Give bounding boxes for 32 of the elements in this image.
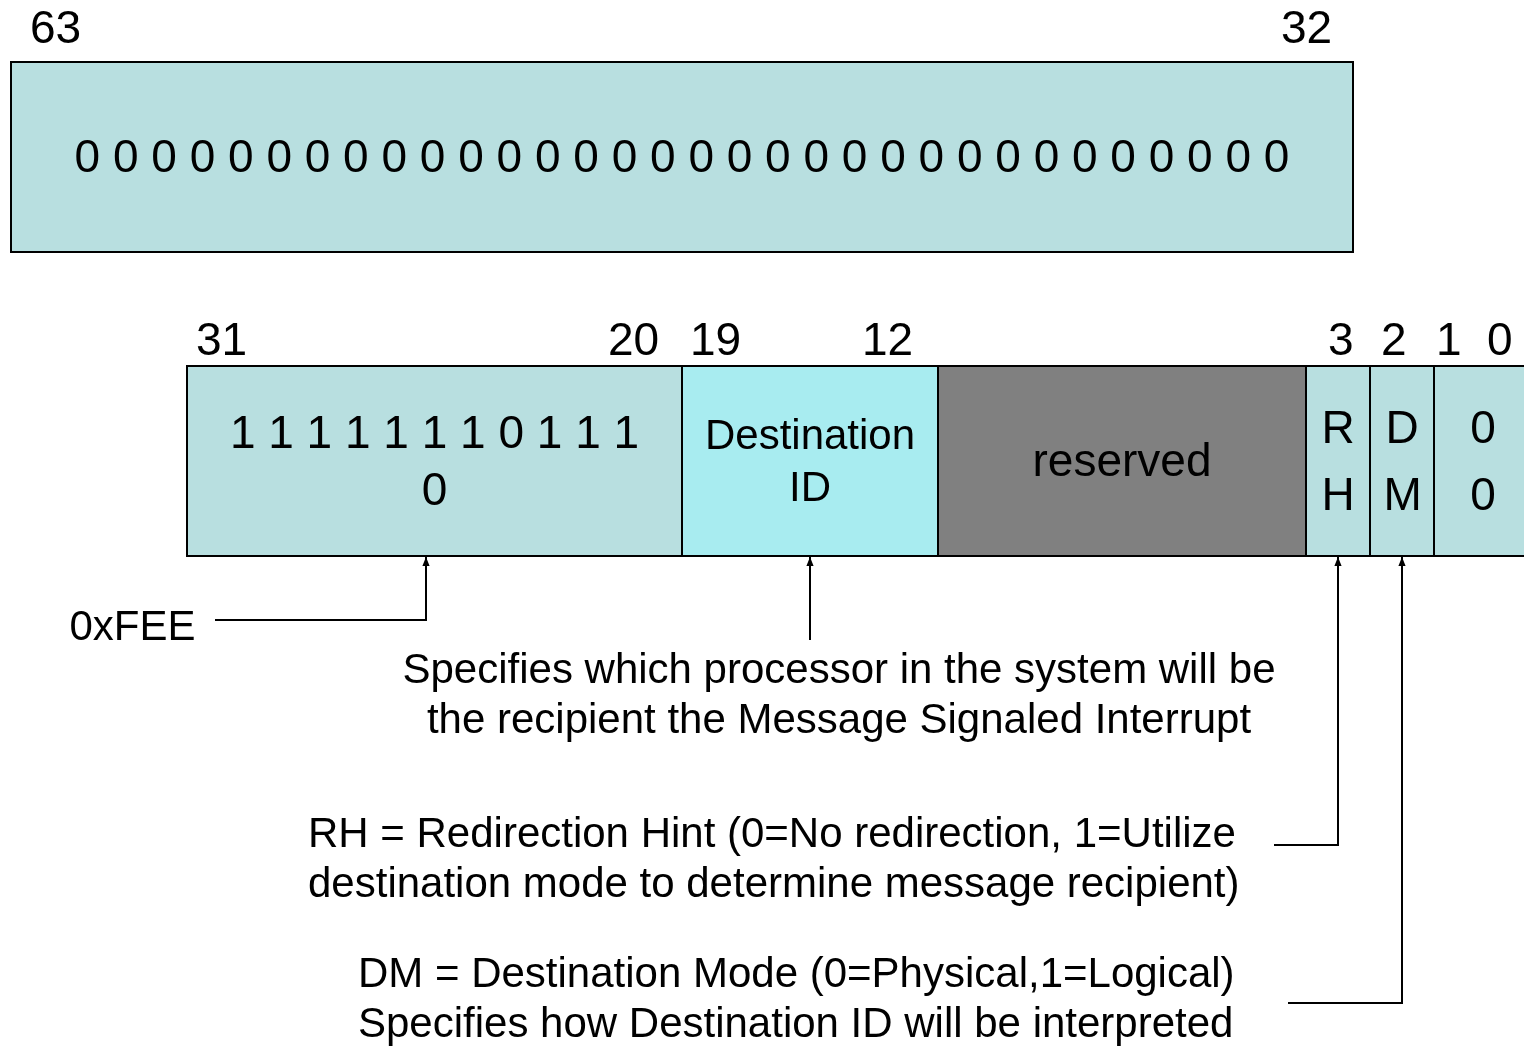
- bit-number: 20: [608, 312, 660, 366]
- bit-number: 63: [30, 0, 82, 54]
- bit-number: 19: [690, 312, 742, 366]
- register-field: [1305, 365, 1371, 557]
- bit-number: 0: [1487, 312, 1513, 366]
- note-text: DM = Destination Mode (0=Physical,1=Logical) Specifies how Destination ID will be interpreted: [358, 947, 1236, 1047]
- note-text: Specifies which processor in the system will be the recipient the Message Signaled Interrupt: [401, 644, 1277, 744]
- note-text: 0xFEE: [69, 601, 196, 651]
- bit-number: 1: [1436, 312, 1462, 366]
- field-value: 1 1 1 1 1 1 1 0 1 1 1 0: [228, 404, 641, 517]
- register-field: [1433, 365, 1524, 557]
- field-value: DM: [1383, 400, 1421, 522]
- bit-number: 31: [196, 312, 248, 366]
- bit-number: 32: [1281, 0, 1333, 54]
- register-field: [186, 365, 683, 557]
- leader-line: [1273, 556, 1342, 846]
- bit-number: 2: [1381, 312, 1407, 366]
- field-value: RH: [1320, 400, 1356, 522]
- leader-line: [214, 556, 430, 621]
- bit-number: 12: [862, 312, 914, 366]
- register-field: [10, 61, 1354, 253]
- reserved-field: [937, 365, 1307, 557]
- leader-line: [806, 556, 814, 641]
- bit-number: 3: [1328, 312, 1354, 366]
- field-value: Destination ID: [703, 409, 917, 512]
- field-value: reserved: [1032, 433, 1212, 489]
- note-text: RH = Redirection Hint (0=No redirection, 1=Utilize destination mode to determine message recipient): [308, 808, 1241, 908]
- field-value: 0 0: [1469, 400, 1497, 522]
- register-field: [1369, 365, 1435, 557]
- leader-line: [1287, 556, 1406, 1004]
- register-field: [681, 365, 939, 557]
- field-value: 0 0 0 0 0 0 0 0 0 0 0 0 0 0 0 0 0 0 0 0 0 0 0 0 0 0 0 0 0 0 0 0: [74, 129, 1290, 185]
